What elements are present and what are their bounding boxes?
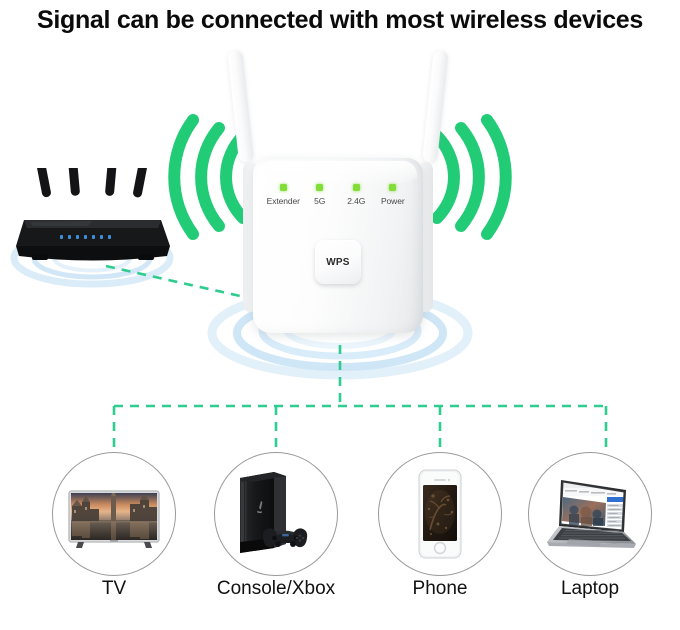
device-phone: Phone bbox=[378, 452, 502, 599]
led-indicator-icon bbox=[389, 184, 397, 191]
phone-home-button bbox=[433, 541, 447, 555]
wifi-range-extender: Extender 5G 2.4G Power WPS bbox=[227, 49, 449, 333]
led-indicator-icon bbox=[352, 184, 360, 191]
game-console-icon bbox=[240, 472, 308, 553]
led-label: Power bbox=[380, 196, 405, 206]
game-controller bbox=[262, 528, 308, 548]
device-console: Console/Xbox bbox=[214, 452, 338, 599]
extender-highlight bbox=[259, 161, 417, 187]
router-body bbox=[16, 220, 170, 261]
page-title: Signal can be connected with most wirele… bbox=[36, 6, 644, 34]
tv-stand bbox=[76, 542, 152, 548]
wifi-arcs-right-icon bbox=[431, 114, 512, 240]
laptop-icon bbox=[547, 480, 636, 548]
router-antennas bbox=[26, 100, 158, 198]
device-label: Phone bbox=[412, 578, 468, 599]
extender-led-row: Extender 5G 2.4G Power bbox=[261, 184, 415, 206]
wps-button[interactable]: WPS bbox=[315, 240, 361, 284]
led-label: 2.4G bbox=[347, 196, 366, 206]
link-extender-to-devices bbox=[112, 345, 608, 450]
device-label: Laptop bbox=[560, 578, 620, 599]
led-power: Power bbox=[375, 184, 412, 206]
device-label: Console/Xbox bbox=[216, 578, 336, 599]
led-24g: 2.4G bbox=[338, 184, 375, 206]
led-5g: 5G bbox=[302, 184, 339, 206]
device-tv: TV bbox=[52, 452, 176, 599]
led-indicator-icon bbox=[316, 184, 324, 191]
router-leds bbox=[60, 235, 111, 239]
extender-body: Extender 5G 2.4G Power WPS bbox=[253, 158, 423, 333]
playstation-logo bbox=[257, 501, 263, 514]
led-label: 5G bbox=[314, 196, 326, 206]
device-label: TV bbox=[101, 578, 127, 599]
router-feet bbox=[32, 254, 154, 260]
led-extender: Extender bbox=[265, 184, 302, 206]
led-indicator-icon bbox=[279, 184, 287, 191]
wifi-arcs-left-icon bbox=[168, 114, 249, 240]
wireless-router bbox=[10, 100, 175, 273]
led-label: Extender bbox=[266, 196, 300, 206]
device-laptop: Laptop bbox=[528, 452, 652, 599]
device-circle bbox=[214, 452, 338, 576]
television-icon bbox=[68, 490, 160, 548]
extender-antenna-left bbox=[227, 49, 254, 163]
phone-earpiece bbox=[434, 478, 451, 482]
extender-antenna-right bbox=[422, 49, 449, 163]
smartphone-icon bbox=[418, 469, 462, 559]
